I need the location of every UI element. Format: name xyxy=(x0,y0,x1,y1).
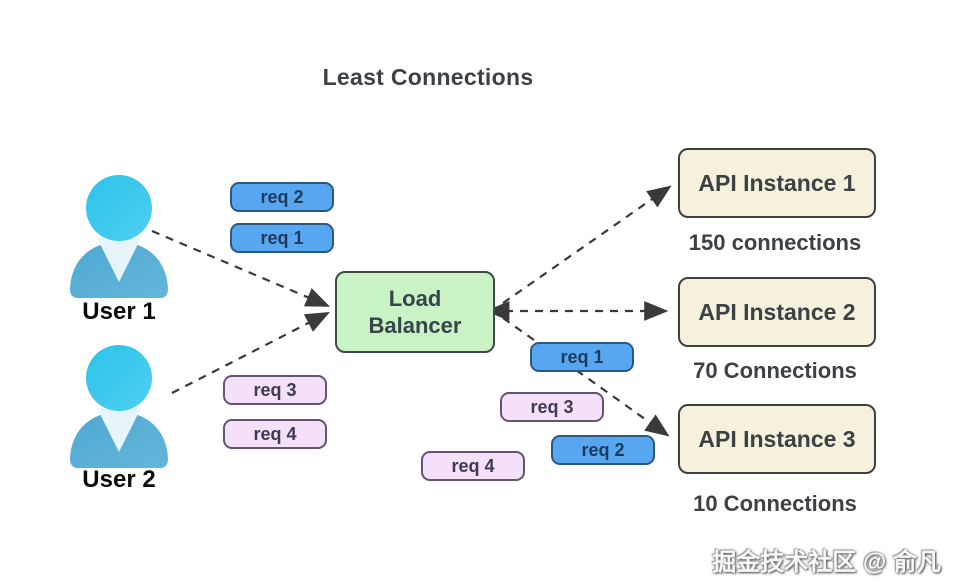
user2-label: User 2 xyxy=(82,466,156,493)
api-instance-2-connections: 70 Connections xyxy=(693,358,857,383)
api-instance-1-connections: 150 connections xyxy=(688,230,862,255)
request-box-req4-user2: req 4 xyxy=(223,419,327,449)
load-balancer-box: Load Balancer xyxy=(335,271,495,353)
watermark-text: 掘金技术社区 @ 俞凡 xyxy=(712,549,941,576)
request-box-req2-user1: req 2 xyxy=(230,182,334,212)
api-instance-3-box: API Instance 3 xyxy=(678,404,876,474)
request-box-req1-dispatched: req 1 xyxy=(530,342,634,372)
arrow-user1-to-lb xyxy=(151,229,331,307)
api-instance-3-connections: 10 Connections xyxy=(693,491,857,516)
request-box-req2-dispatched: req 2 xyxy=(551,435,655,465)
request-box-req1-user1: req 1 xyxy=(230,223,334,253)
user2-icon xyxy=(70,345,168,468)
arrow-lb-to-api1 xyxy=(502,185,672,304)
user1-icon xyxy=(70,175,168,298)
diagram-title: Least Connections xyxy=(322,64,534,90)
api-instance-2-box: API Instance 2 xyxy=(678,277,876,347)
arrow-lb-to-api3 xyxy=(502,317,670,437)
request-box-req4-dispatched: req 4 xyxy=(421,451,525,481)
api-instance-1-box: API Instance 1 xyxy=(678,148,876,218)
request-box-req3-user2: req 3 xyxy=(223,375,327,405)
request-box-req3-dispatched: req 3 xyxy=(500,392,604,422)
user1-label: User 1 xyxy=(82,298,156,325)
